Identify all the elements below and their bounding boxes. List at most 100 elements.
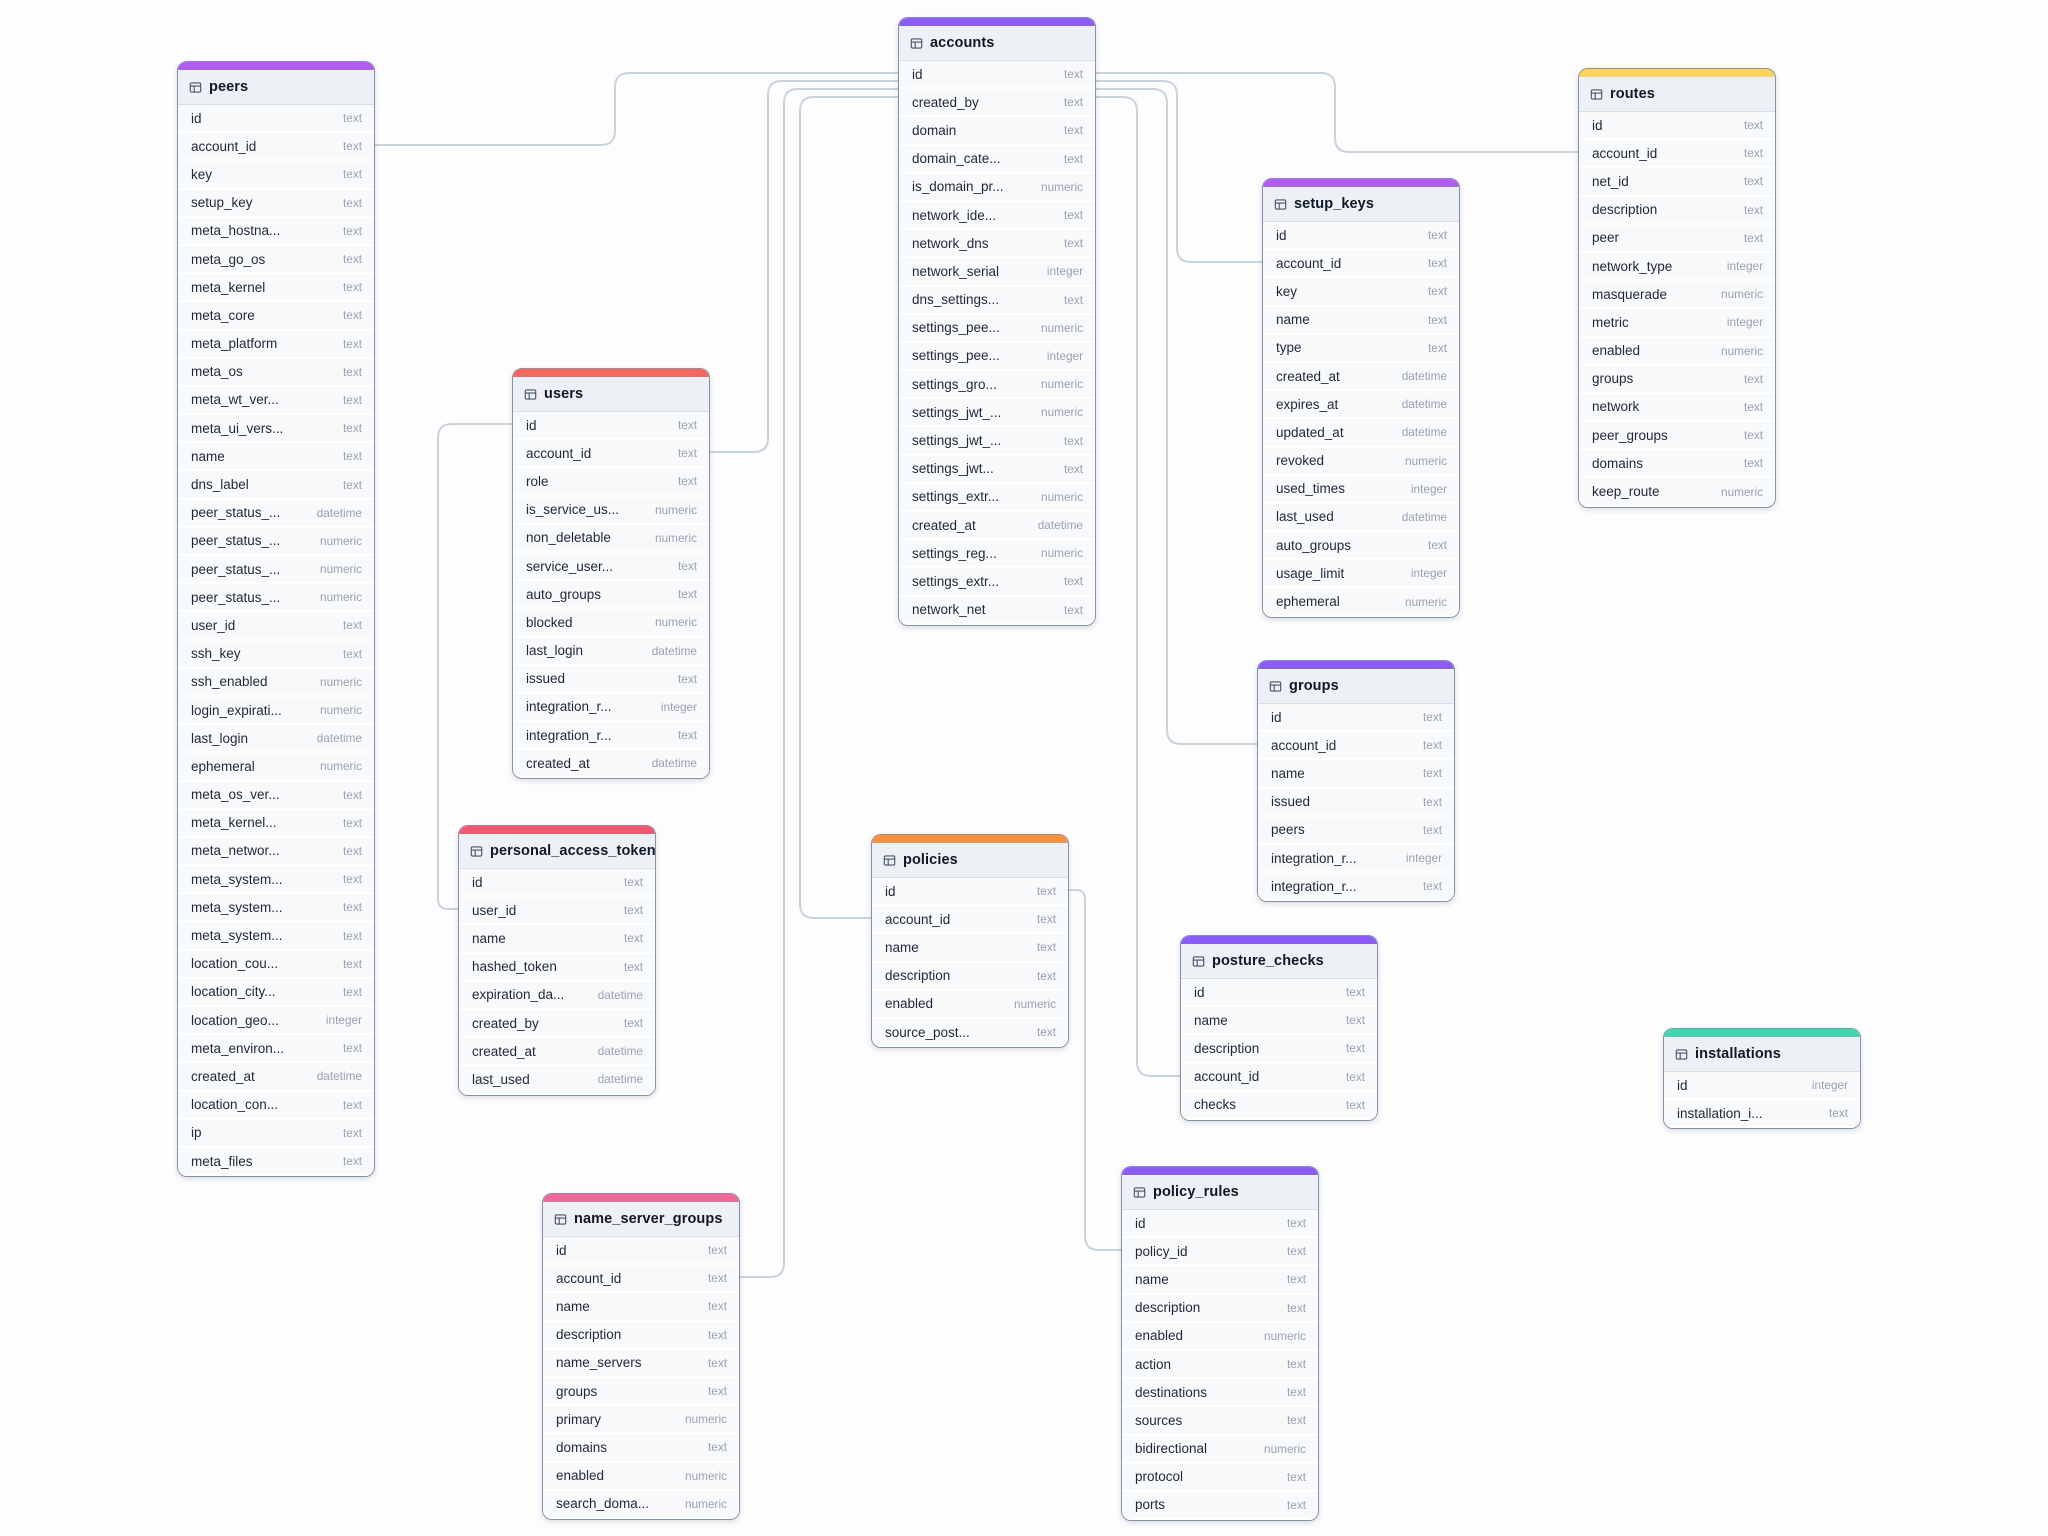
field-row[interactable]: name text <box>1263 306 1459 333</box>
table-header[interactable]: groups <box>1258 669 1454 704</box>
field-row[interactable]: issued text <box>1258 788 1454 815</box>
field-row[interactable]: ports text <box>1122 1491 1318 1519</box>
field-row[interactable]: is_domain_pr... numeric <box>899 173 1095 200</box>
field-row[interactable]: groups text <box>1579 365 1775 392</box>
field-row[interactable]: protocol text <box>1122 1463 1318 1490</box>
field-row[interactable]: action text <box>1122 1350 1318 1378</box>
field-row[interactable]: location_con... text <box>178 1091 374 1118</box>
field-row[interactable]: groups text <box>543 1377 739 1405</box>
table-personal_access_tokens[interactable]: personal_access_tokens id text user_id t… <box>458 825 656 1096</box>
field-row[interactable]: ephemeral numeric <box>178 753 374 780</box>
field-row[interactable]: location_geo... integer <box>178 1007 374 1034</box>
field-row[interactable]: last_login datetime <box>178 725 374 752</box>
field-row[interactable]: settings_jwt_... text <box>899 427 1095 454</box>
field-row[interactable]: description text <box>872 962 1068 989</box>
field-row[interactable]: account_id text <box>1263 250 1459 277</box>
field-row[interactable]: key text <box>1263 278 1459 305</box>
field-row[interactable]: updated_at datetime <box>1263 419 1459 446</box>
field-row[interactable]: enabled numeric <box>1122 1322 1318 1349</box>
field-row[interactable]: meta_hostna... text <box>178 217 374 244</box>
field-row[interactable]: created_at datetime <box>899 512 1095 539</box>
field-row[interactable]: id text <box>513 412 709 439</box>
table-header[interactable]: policies <box>872 843 1068 878</box>
field-row[interactable]: login_expirati... numeric <box>178 696 374 724</box>
field-row[interactable]: id text <box>543 1237 739 1264</box>
field-row[interactable]: network_dns text <box>899 230 1095 257</box>
field-row[interactable]: id text <box>1181 979 1377 1006</box>
field-row[interactable]: account_id text <box>513 440 709 467</box>
table-header[interactable]: posture_checks <box>1181 944 1377 979</box>
field-row[interactable]: network_net text <box>899 596 1095 623</box>
field-row[interactable]: settings_jwt_... numeric <box>899 399 1095 426</box>
field-row[interactable]: settings_pee... numeric <box>899 314 1095 341</box>
field-row[interactable]: policy_id text <box>1122 1238 1318 1265</box>
field-row[interactable]: blocked numeric <box>513 609 709 636</box>
table-installations[interactable]: installations id integer installation_i.… <box>1663 1028 1861 1130</box>
field-row[interactable]: created_by text <box>459 1009 655 1037</box>
field-row[interactable]: meta_system... text <box>178 866 374 893</box>
field-row[interactable]: meta_files text <box>178 1147 374 1175</box>
field-row[interactable]: settings_extr... text <box>899 568 1095 595</box>
field-row[interactable]: user_id text <box>178 612 374 639</box>
field-row[interactable]: id integer <box>1664 1072 1860 1099</box>
field-row[interactable]: network_serial integer <box>899 258 1095 285</box>
table-header[interactable]: personal_access_tokens <box>459 834 655 869</box>
field-row[interactable]: ephemeral numeric <box>1263 588 1459 615</box>
field-row[interactable]: ssh_key text <box>178 640 374 667</box>
field-row[interactable]: metric integer <box>1579 309 1775 336</box>
field-row[interactable]: setup_key text <box>178 189 374 216</box>
field-row[interactable]: id text <box>899 61 1095 88</box>
field-row[interactable]: meta_kernel... text <box>178 809 374 836</box>
field-row[interactable]: integration_r... text <box>1258 873 1454 900</box>
field-row[interactable]: created_at datetime <box>459 1038 655 1065</box>
table-header[interactable]: users <box>513 377 709 412</box>
field-row[interactable]: meta_ui_vers... text <box>178 415 374 442</box>
field-row[interactable]: sources text <box>1122 1407 1318 1434</box>
field-row[interactable]: name text <box>1181 1007 1377 1034</box>
field-row[interactable]: meta_os_ver... text <box>178 781 374 808</box>
field-row[interactable]: name text <box>1122 1266 1318 1293</box>
table-header[interactable]: setup_keys <box>1263 187 1459 222</box>
field-row[interactable]: name text <box>178 443 374 470</box>
field-row[interactable]: description text <box>1122 1294 1318 1321</box>
field-row[interactable]: name text <box>1258 760 1454 787</box>
field-row[interactable]: source_post... text <box>872 1018 1068 1046</box>
field-row[interactable]: created_at datetime <box>178 1063 374 1090</box>
field-row[interactable]: domain text <box>899 117 1095 144</box>
field-row[interactable]: destinations text <box>1122 1379 1318 1406</box>
field-row[interactable]: key text <box>178 161 374 188</box>
field-row[interactable]: last_used datetime <box>459 1066 655 1093</box>
field-row[interactable]: meta_system... text <box>178 922 374 949</box>
field-row[interactable]: created_at datetime <box>513 750 709 777</box>
table-routes[interactable]: routes id text account_id text net_id te… <box>1578 68 1776 508</box>
field-row[interactable]: id text <box>178 105 374 132</box>
field-row[interactable]: integration_r... text <box>513 722 709 749</box>
field-row[interactable]: integration_r... integer <box>513 693 709 721</box>
field-row[interactable]: installation_i... text <box>1664 1100 1860 1127</box>
table-header[interactable]: routes <box>1579 77 1775 112</box>
table-setup_keys[interactable]: setup_keys id text account_id text key t… <box>1262 178 1460 618</box>
field-row[interactable]: description text <box>1579 196 1775 223</box>
field-row[interactable]: meta_networ... text <box>178 837 374 865</box>
field-row[interactable]: search_doma... numeric <box>543 1490 739 1517</box>
field-row[interactable]: account_id text <box>1181 1063 1377 1090</box>
field-row[interactable]: net_id text <box>1579 168 1775 195</box>
field-row[interactable]: auto_groups text <box>513 581 709 608</box>
field-row[interactable]: is_service_us... numeric <box>513 496 709 523</box>
table-header[interactable]: installations <box>1664 1037 1860 1072</box>
field-row[interactable]: network_ide... text <box>899 201 1095 229</box>
field-row[interactable]: peers text <box>1258 816 1454 843</box>
field-row[interactable]: last_login datetime <box>513 637 709 664</box>
field-row[interactable]: meta_core text <box>178 302 374 329</box>
field-row[interactable]: description text <box>1181 1035 1377 1062</box>
field-row[interactable]: meta_platform text <box>178 330 374 357</box>
field-row[interactable]: primary numeric <box>543 1406 739 1433</box>
field-row[interactable]: meta_wt_ver... text <box>178 386 374 414</box>
field-row[interactable]: id text <box>872 878 1068 905</box>
field-row[interactable]: non_deletable numeric <box>513 524 709 551</box>
field-row[interactable]: network_type integer <box>1579 252 1775 280</box>
field-row[interactable]: name text <box>459 925 655 952</box>
field-row[interactable]: issued text <box>513 665 709 692</box>
field-row[interactable]: id text <box>1122 1210 1318 1237</box>
field-row[interactable]: settings_jwt... text <box>899 455 1095 482</box>
